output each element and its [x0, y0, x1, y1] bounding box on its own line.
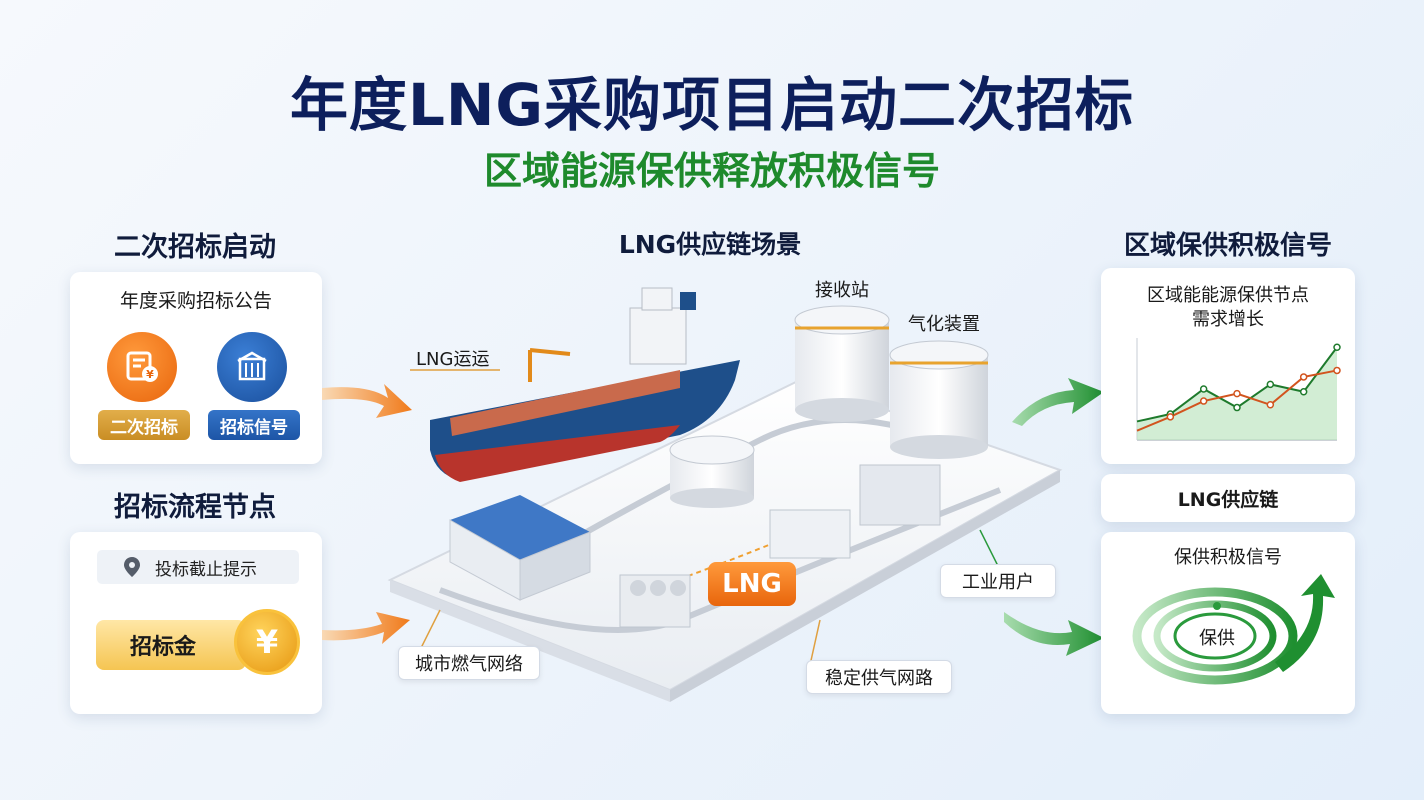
platform-edge: [390, 580, 670, 702]
leader-line: [809, 619, 821, 666]
chart-title-line2: 需求增长: [1192, 309, 1264, 330]
arrow-right-icon: [322, 612, 410, 644]
arrow-right-icon: [322, 384, 412, 418]
stable-supply-network-label: 稳定供气网路: [806, 660, 952, 694]
vaporizer-storage-tank: [889, 340, 989, 459]
demand-growth-chart: [1136, 338, 1341, 441]
pipeline: [518, 417, 942, 573]
coin-icon: ¥: [234, 609, 300, 675]
section-heading-supply-signal: 区域保供积极信号: [1123, 231, 1332, 261]
processing-facility: [619, 464, 941, 628]
signal-center-label: 保供: [1199, 628, 1235, 649]
bid-signal-badge[interactable]: 招标信号: [208, 410, 300, 440]
deadline-reminder[interactable]: 投标截止提示: [97, 550, 299, 584]
arrow-right-icon: [1004, 612, 1104, 656]
page-subtitle: 区域能源保供释放积极信号: [483, 149, 940, 193]
lng-carrier-ship: [430, 287, 740, 482]
industrial-users-label: 工业用户: [940, 564, 1056, 598]
chart-point-series-1: [1299, 388, 1308, 396]
bid-deposit-button[interactable]: 招标金: [96, 620, 246, 670]
section-heading-bid-launch: 二次招标启动: [114, 232, 276, 263]
chart-point-series-1: [1333, 343, 1341, 352]
supply-chain-card[interactable]: LNG供应链: [1101, 474, 1355, 522]
lng-supply-chain-scene: [387, 287, 1063, 702]
chart-point-series-1: [1233, 403, 1241, 412]
announcement-card[interactable]: 年度采购招标公告 ¥ 二次招标 招标信号: [70, 272, 322, 464]
small-storage-tank: [669, 435, 755, 508]
section-heading-process: 招标流程节点: [114, 492, 276, 523]
demand-chart-card: 区域能能源保供节点 需求增长: [1101, 268, 1355, 464]
section-heading-supply-chain: LNG供应链场景: [618, 230, 802, 259]
svg-text:¥: ¥: [146, 368, 154, 381]
page-title: 年度LNG采购项目启动二次招标: [289, 71, 1135, 139]
chart-point-series-2: [1233, 389, 1241, 398]
chart-point-series-2: [1299, 373, 1308, 381]
supply-signal-card: 保供积极信号 保供: [1101, 532, 1355, 714]
chart-point-series-1: [1199, 385, 1208, 393]
chart-point-series-2: [1333, 366, 1341, 375]
signal-title: 保供积极信号: [1174, 547, 1282, 568]
city-gas-network-label: 城市燃气网络: [398, 646, 540, 680]
lng-tag: LNG: [708, 562, 796, 606]
building-icon: [217, 332, 287, 402]
blue-roof-warehouse: [449, 495, 591, 601]
second-bid-badge[interactable]: 二次招标: [98, 410, 190, 440]
vaporizer-label: 气化装置: [908, 314, 980, 335]
chart-point-series-1: [1266, 380, 1275, 389]
chart-point-series-2: [1166, 413, 1175, 421]
chart-area-series-1: [1137, 347, 1337, 440]
announcement-title: 年度采购招标公告: [119, 290, 272, 312]
document-icon: ¥: [107, 332, 177, 402]
deadline-label: 投标截止提示: [155, 559, 257, 580]
leader-line: [979, 529, 1001, 571]
location-pin-icon: [123, 556, 141, 578]
platform-edge: [670, 470, 1060, 702]
chart-point-series-2: [1266, 401, 1275, 409]
process-card: 投标截止提示 招标金 ¥: [70, 532, 322, 714]
arrow-up-right-icon: [1012, 378, 1104, 426]
lng-transport-label: LNG运运: [416, 349, 490, 370]
spiral-growth-icon: [1132, 574, 1335, 685]
terminal-label: 接收站: [815, 280, 869, 301]
chart-title-line1: 区域能能源保供节点: [1147, 285, 1309, 306]
supply-chain-label: LNG供应链: [1177, 488, 1279, 511]
leader-line: [419, 609, 441, 651]
terminal-storage-tank: [794, 305, 890, 422]
chart-point-series-2: [1199, 397, 1208, 405]
